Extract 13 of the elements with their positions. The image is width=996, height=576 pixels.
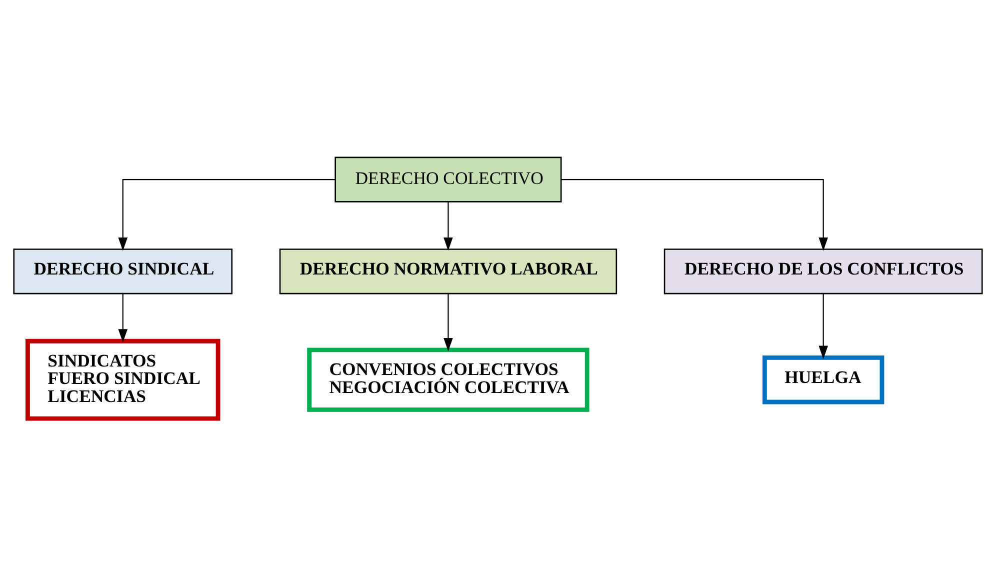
node-box: DERECHO COLECTIVO — [334, 156, 562, 202]
arrow — [818, 294, 828, 360]
node-box: DERECHO NORMATIVO LABORAL — [279, 248, 618, 294]
node-box: DERECHO SINDICAL — [13, 248, 233, 294]
node-box: SINDICATOS FUERO SINDICAL LICENCIAS — [26, 338, 220, 421]
arrow — [444, 294, 453, 352]
arrow — [444, 202, 453, 251]
arrow — [118, 294, 128, 342]
node-box: HUELGA — [762, 356, 884, 404]
node-box: CONVENIOS COLECTIVOS NEGOCIACIÓN COLECTIVA — [307, 348, 590, 412]
arrow — [118, 179, 336, 251]
arrow — [561, 179, 828, 251]
node-box: DERECHO DE LOS CONFLICTOS — [664, 248, 983, 294]
